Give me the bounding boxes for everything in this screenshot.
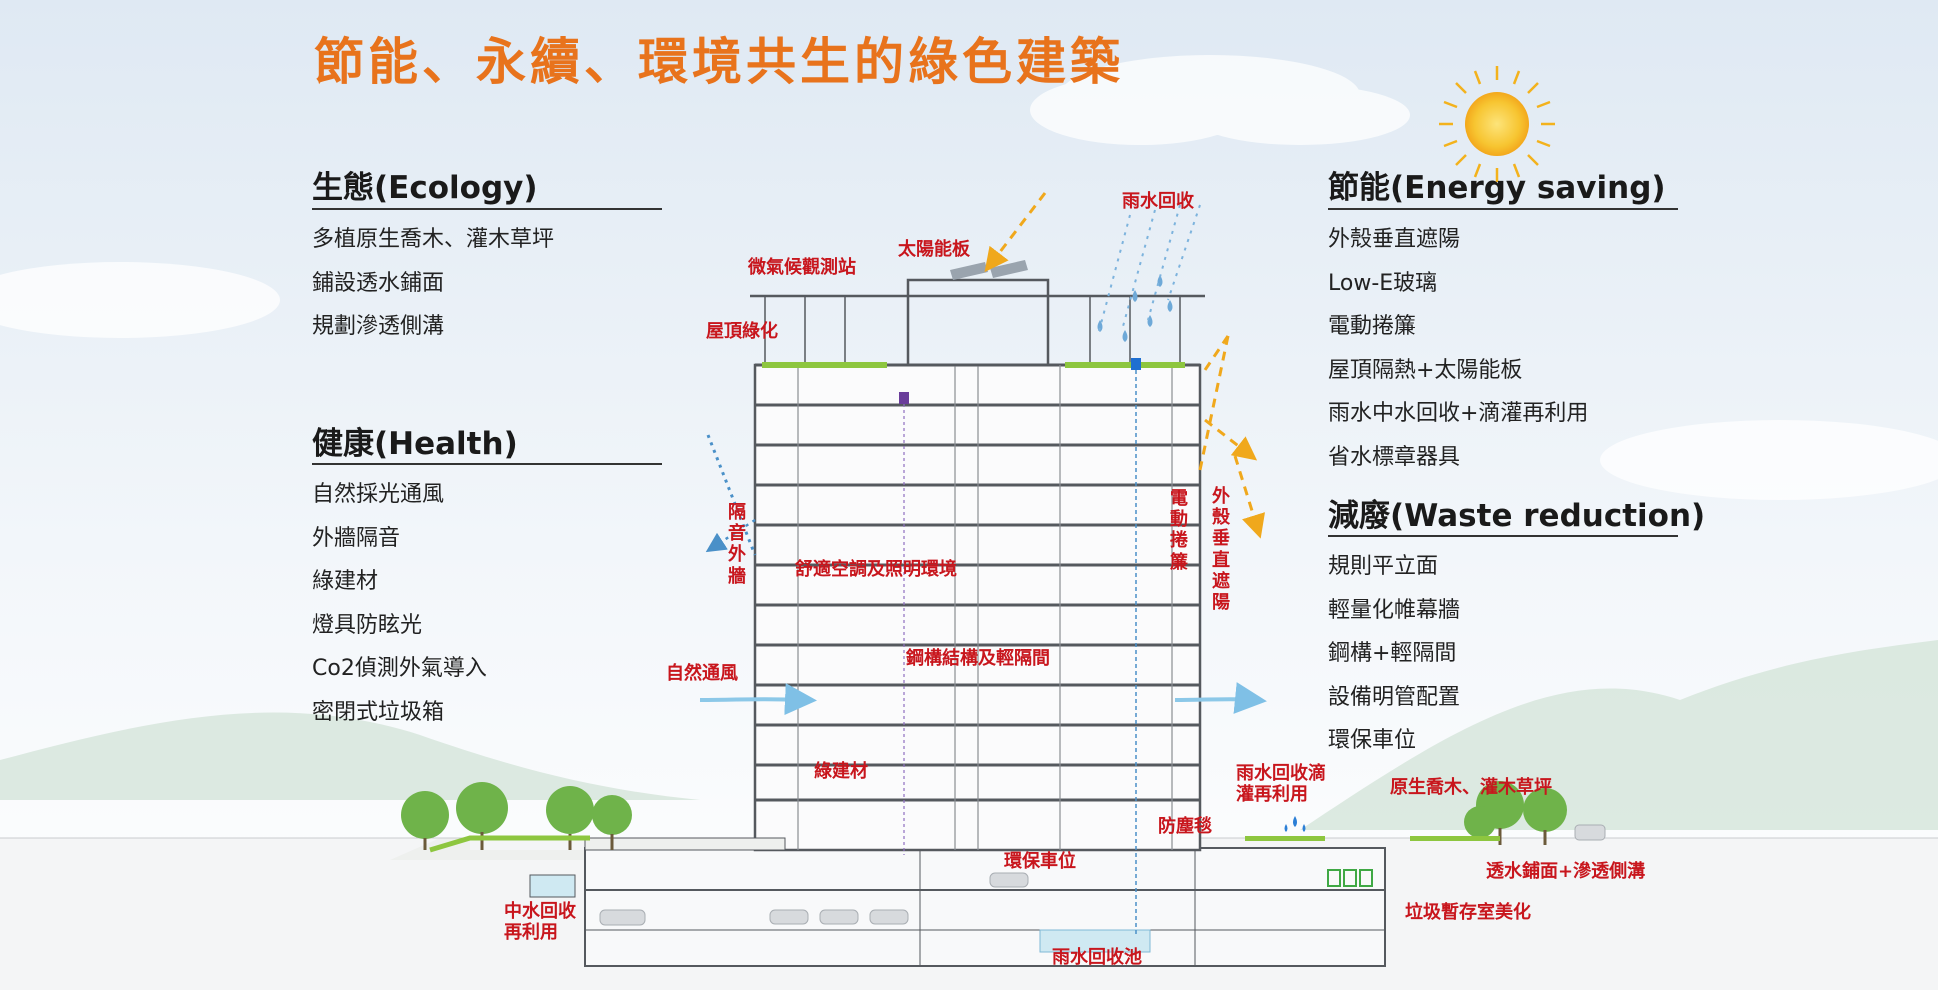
label-eco-parking: 環保車位 xyxy=(1004,851,1076,872)
energy-divider xyxy=(1328,208,1678,210)
list-item: 設備明管配置 xyxy=(1328,684,1461,710)
label-roof-green: 屋頂綠化 xyxy=(706,321,778,342)
mountain-right xyxy=(1300,640,1938,830)
list-item: 燈具防眩光 xyxy=(312,612,423,638)
sun-icon xyxy=(1439,66,1555,182)
list-item: 省水標章器具 xyxy=(1328,444,1461,470)
label-electric-blind: 電動捲簾 xyxy=(1170,488,1188,573)
label-native-trees: 原生喬木、灌木草坪 xyxy=(1390,777,1552,798)
list-item: 鋪設透水鋪面 xyxy=(312,270,445,296)
health-divider xyxy=(312,463,662,465)
basement xyxy=(584,847,1386,967)
waste-heading: 減廢(Waste reduction) xyxy=(1328,498,1706,534)
car-icon xyxy=(599,824,1606,926)
ecology-list: 多植原生喬木、灌木草坪 鋪設透水鋪面 規劃滲透側溝 xyxy=(312,218,554,349)
energy-list: 外殼垂直遮陽 Low-E玻璃 電動捲簾 屋頂隔熱+太陽能板 雨水中水回收+滴灌再… xyxy=(1328,218,1588,479)
label-dust-mat: 防塵毯 xyxy=(1158,816,1212,837)
cloud-icon xyxy=(0,55,1938,500)
list-item: 電動捲簾 xyxy=(1328,314,1417,339)
label-shade-fin: 外殼垂直遮陽 xyxy=(1212,486,1230,614)
mountain-left xyxy=(0,712,700,800)
label-rain-tank: 雨水回收池 xyxy=(1052,947,1142,968)
list-item: 鋼構+輕隔間 xyxy=(1328,641,1457,666)
green-roof-right xyxy=(1065,362,1185,368)
fountain-icon xyxy=(1284,816,1306,832)
health-heading: 健康(Health) xyxy=(312,426,518,462)
ecology-heading: 生態(Ecology) xyxy=(312,170,538,206)
list-item: 密閉式垃圾箱 xyxy=(312,699,445,725)
list-item: 環保車位 xyxy=(1328,728,1417,753)
health-list: 自然採光通風 外牆隔音 綠建材 燈具防眩光 Co2偵測外氣導入 密閉式垃圾箱 xyxy=(312,473,487,734)
recycle-bin-icon xyxy=(1327,869,1373,887)
page-title: 節能、永續、環境共生的綠色建築 xyxy=(314,33,1124,91)
label-solar-panel: 太陽能板 xyxy=(898,239,970,260)
label-grey-water: 中水回收再利用 xyxy=(504,901,576,943)
label-sound-wall: 隔音外牆 xyxy=(728,502,746,587)
list-item: 自然採光通風 xyxy=(312,482,445,507)
label-natural-vent: 自然通風 xyxy=(666,663,738,684)
list-item: 輕量化帷幕牆 xyxy=(1328,597,1461,623)
list-item: 外牆隔音 xyxy=(312,525,401,551)
label-garbage-room: 垃圾暫存室美化 xyxy=(1405,902,1531,923)
list-item: 規則平立面 xyxy=(1328,554,1439,579)
list-item: 雨水中水回收+滴灌再利用 xyxy=(1328,401,1589,426)
ecology-divider xyxy=(312,208,662,210)
list-item: 規劃滲透側溝 xyxy=(312,314,445,339)
list-item: 屋頂隔熱+太陽能板 xyxy=(1328,357,1523,383)
label-rain-drip: 雨水回收滴灌再利用 xyxy=(1236,763,1326,805)
label-weather-station: 微氣候觀測站 xyxy=(748,257,856,278)
solar-panel-icon xyxy=(950,260,1028,280)
rain-tank-basin xyxy=(1039,929,1151,953)
waste-list: 規則平立面 輕量化帷幕牆 鋼構+輕隔間 設備明管配置 環保車位 xyxy=(1328,545,1460,763)
grey-water-tank xyxy=(529,874,576,898)
list-item: Co2偵測外氣導入 xyxy=(312,656,487,681)
label-green-material: 綠建材 xyxy=(814,761,868,782)
label-comfort-ac: 舒適空調及照明環境 xyxy=(795,559,957,580)
green-roof-left xyxy=(762,362,887,368)
energy-heading: 節能(Energy saving) xyxy=(1328,170,1666,206)
label-steel-structure: 鋼構結構及輕隔間 xyxy=(906,648,1050,669)
label-rain-collect: 雨水回收 xyxy=(1122,191,1194,212)
list-item: 多植原生喬木、灌木草坪 xyxy=(312,227,555,252)
waste-divider xyxy=(1328,535,1678,537)
rain-pipe xyxy=(899,358,1141,935)
label-permeable: 透水鋪面+滲透側溝 xyxy=(1486,861,1646,882)
list-item: 綠建材 xyxy=(312,569,379,594)
list-item: Low-E玻璃 xyxy=(1328,270,1438,296)
list-item: 外殼垂直遮陽 xyxy=(1328,227,1461,252)
building-tower xyxy=(584,260,1205,852)
